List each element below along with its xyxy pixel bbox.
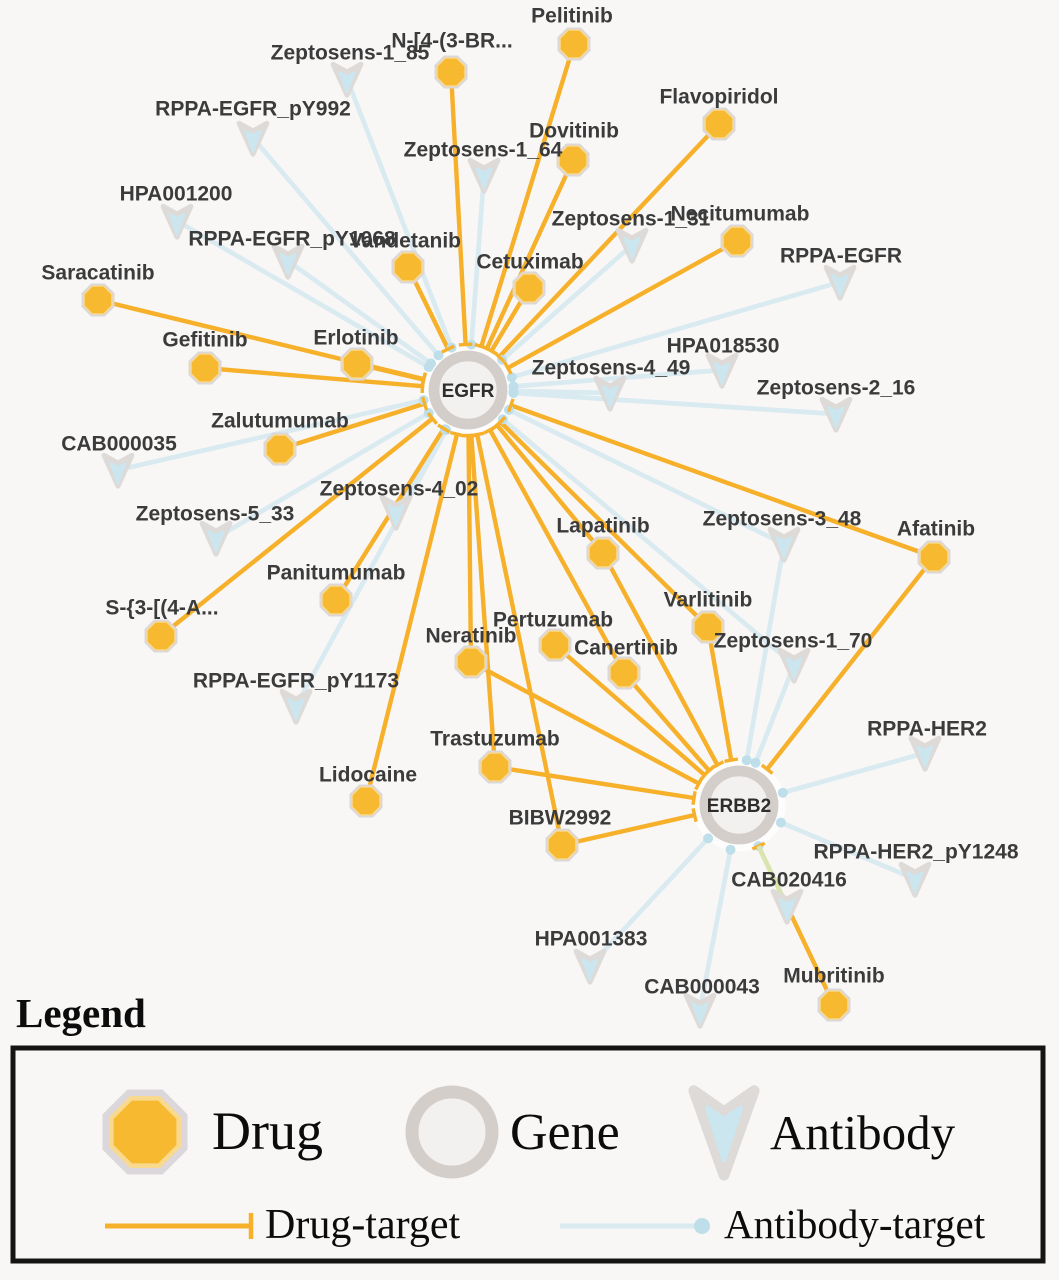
svg-text:Cetuximab: Cetuximab [476,251,583,274]
svg-text:Zeptosens-2_16: Zeptosens-2_16 [757,377,916,400]
svg-text:N-[4-(3-BR...: N-[4-(3-BR... [391,30,512,53]
svg-text:Canertinib: Canertinib [574,637,678,660]
svg-text:Antibody-target: Antibody-target [724,1201,986,1247]
svg-text:CAB000035: CAB000035 [61,433,177,456]
svg-text:Drug: Drug [212,1101,323,1161]
svg-text:Gene: Gene [510,1104,620,1161]
svg-text:Neratinib: Neratinib [425,625,516,648]
svg-text:Pertuzumab: Pertuzumab [493,609,613,632]
svg-text:Flavopiridol: Flavopiridol [659,86,778,109]
svg-text:Trastuzumab: Trastuzumab [430,728,560,751]
svg-text:RPPA-EGFR: RPPA-EGFR [780,245,902,268]
svg-text:Zeptosens-3_48: Zeptosens-3_48 [703,508,862,531]
svg-text:Legend: Legend [16,990,146,1036]
svg-text:Antibody: Antibody [770,1105,956,1160]
svg-text:Lidocaine: Lidocaine [319,764,417,787]
svg-text:RPPA-EGFR_pY1173: RPPA-EGFR_pY1173 [193,670,399,693]
svg-text:Zeptosens-1_85: Zeptosens-1_85 [271,42,430,65]
svg-text:HPA001200: HPA001200 [120,183,233,206]
svg-text:Vandetanib: Vandetanib [349,230,461,253]
svg-text:Zeptosens-1_70: Zeptosens-1_70 [714,630,873,653]
svg-text:BIBW2992: BIBW2992 [509,807,612,830]
svg-text:Zalutumumab: Zalutumumab [211,410,349,433]
svg-text:CAB020416: CAB020416 [731,869,847,892]
svg-text:ERBB2: ERBB2 [707,796,771,817]
svg-text:Zeptosens-4_02: Zeptosens-4_02 [320,478,479,501]
svg-text:Afatinib: Afatinib [897,518,975,541]
svg-text:Pelitinib: Pelitinib [531,5,613,28]
svg-text:HPA001383: HPA001383 [535,928,648,951]
svg-text:RPPA-HER2: RPPA-HER2 [867,718,987,741]
svg-text:Varlitinib: Varlitinib [664,589,753,612]
svg-text:HPA018530: HPA018530 [667,335,780,358]
svg-text:EGFR: EGFR [442,381,495,402]
svg-text:Erlotinib: Erlotinib [313,327,398,350]
svg-text:Lapatinib: Lapatinib [556,515,649,538]
svg-text:Gefitinib: Gefitinib [162,329,247,352]
svg-text:Dovitinib: Dovitinib [529,120,619,143]
svg-text:Drug-target: Drug-target [265,1202,460,1248]
svg-text:Mubritinib: Mubritinib [783,965,884,988]
svg-text:RPPA-HER2_pY1248: RPPA-HER2_pY1248 [813,841,1018,864]
svg-text:RPPA-EGFR_pY992: RPPA-EGFR_pY992 [155,98,351,121]
svg-text:Zeptosens-1_64: Zeptosens-1_64 [404,139,563,162]
svg-text:RPPA-EGFR_pY1068: RPPA-EGFR_pY1068 [188,228,396,251]
svg-text:Panitumumab: Panitumumab [267,562,406,585]
svg-text:Zeptosens-5_33: Zeptosens-5_33 [136,503,295,526]
svg-text:CAB000043: CAB000043 [644,976,760,999]
svg-text:Necitumumab: Necitumumab [671,203,810,226]
svg-text:Zeptosens-4_49: Zeptosens-4_49 [532,357,691,380]
svg-text:Saracatinib: Saracatinib [41,262,154,285]
svg-text:Zeptosens-1_31: Zeptosens-1_31 [552,208,711,231]
svg-text:S-{3-[(4-A...: S-{3-[(4-A... [105,597,218,620]
